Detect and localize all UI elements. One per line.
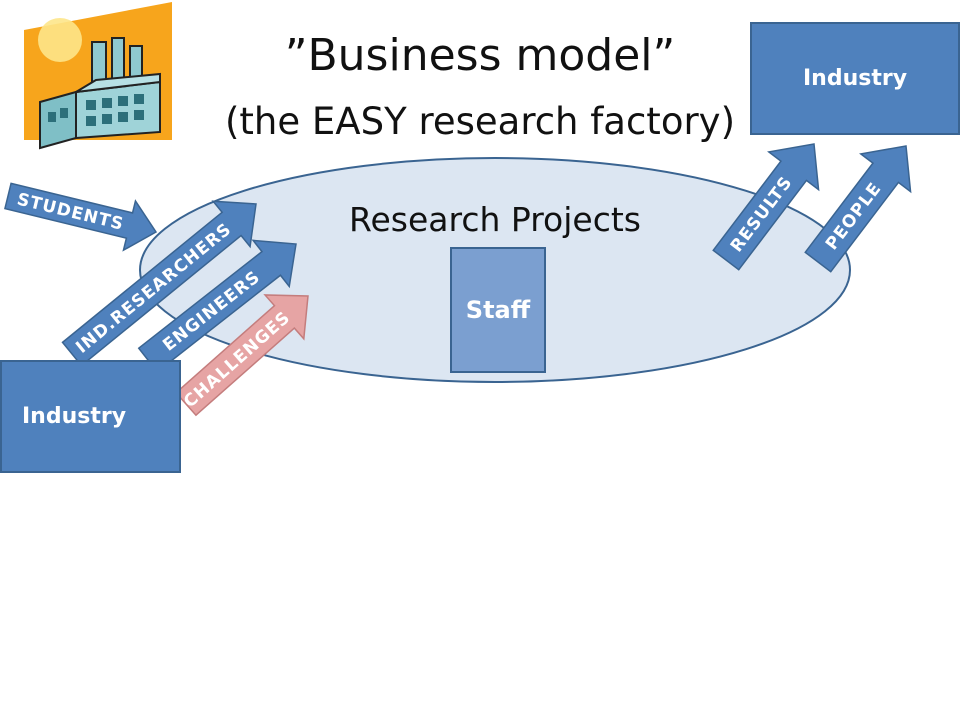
slide-title: ”Business model” (284, 30, 676, 81)
engineers-arrow-shape (137, 239, 297, 373)
ind-researchers-arrow-shape (61, 200, 257, 367)
students-arrow: STUDENTS (4, 182, 158, 252)
industry-bottom-box: Industry (0, 360, 181, 473)
results-arrow-shape (712, 143, 820, 271)
people-arrow-shape (804, 145, 912, 273)
slide-subtitle: (the EASY research factory) (224, 100, 735, 143)
students-arrow-label: STUDENTS (15, 190, 126, 235)
industry-top-box: Industry (750, 22, 960, 135)
staff-box: Staff (450, 247, 546, 373)
students-arrow-shape (4, 182, 158, 252)
research-projects-label: Research Projects (349, 200, 641, 239)
challenges-arrow-shape (174, 294, 309, 417)
industry-top-label: Industry (802, 66, 908, 91)
industry-bottom-label: Industry (22, 404, 127, 429)
factory-icon (24, 2, 172, 150)
staff-label: Staff (465, 296, 531, 324)
